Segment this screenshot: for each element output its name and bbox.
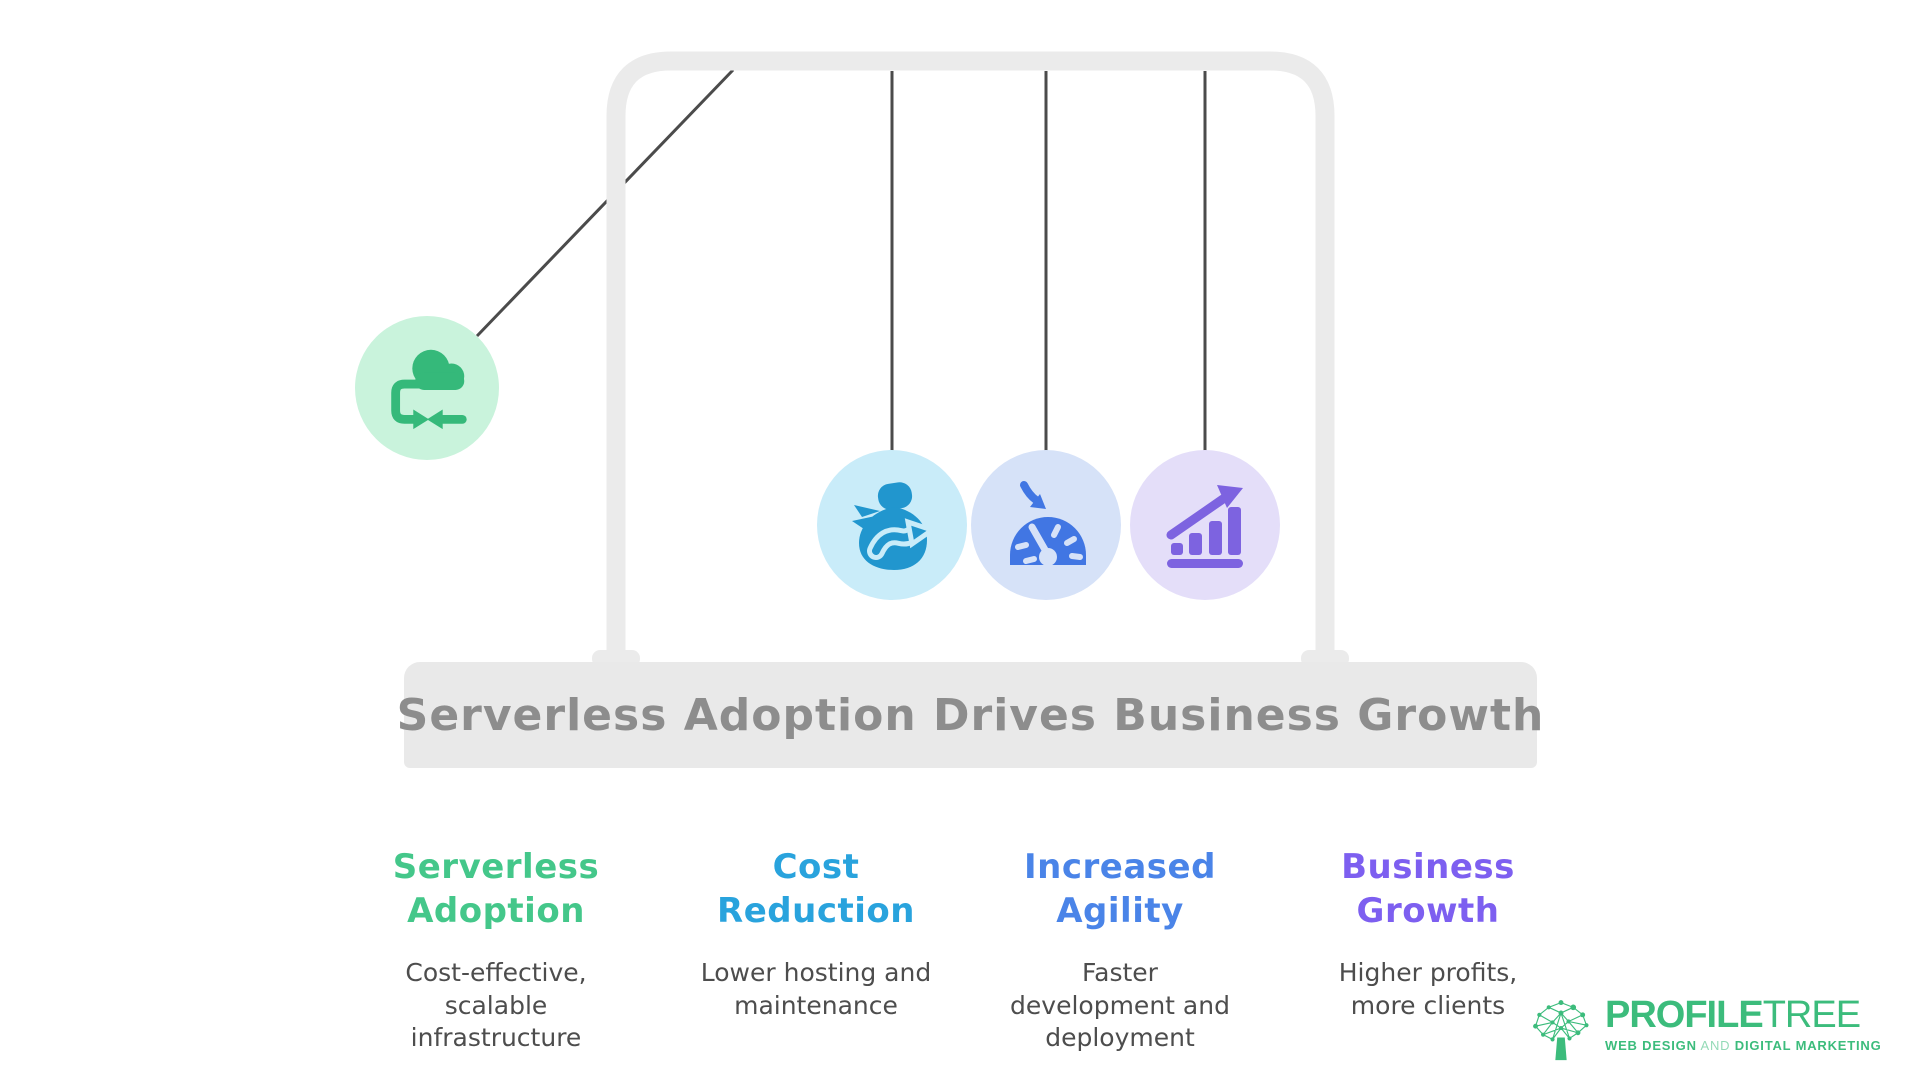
column-heading: Increased Agility <box>1024 847 1216 932</box>
column-description: Lower hosting and maintenance <box>700 958 932 1020</box>
column-description: Cost-effective, scalable infrastructure <box>405 958 587 1053</box>
column-serverless-adoption: Serverless Adoption Cost-effective, scal… <box>336 845 656 1055</box>
brand-name-profile: PROFILE <box>1605 994 1764 1036</box>
growth-chart-icon <box>1166 485 1243 568</box>
business-growth-ball <box>1130 450 1280 600</box>
column-business-growth: Business Growth Higher profits, more cli… <box>1268 845 1588 1022</box>
column-heading: Cost Reduction <box>717 847 915 932</box>
base-bar: Serverless Adoption Drives Business Grow… <box>397 662 1543 768</box>
column-increased-agility: Increased Agility Faster development and… <box>960 845 1280 1055</box>
tagline-digital-marketing: DIGITAL MARKETING <box>1734 1037 1882 1053</box>
profiletree-tree-icon <box>1533 1000 1589 1061</box>
serverless-ball <box>355 316 499 460</box>
column-cost-reduction: Cost Reduction Lower hosting and mainten… <box>656 845 976 1022</box>
tagline-web-design: WEB DESIGN <box>1605 1037 1697 1053</box>
profiletree-logo: PROFILETREE WEB DESIGN AND DIGITAL MARKE… <box>1527 994 1882 1062</box>
column-heading: Business Growth <box>1341 847 1515 932</box>
money-bag-icon <box>852 482 938 570</box>
cradle-frame <box>606 51 1335 666</box>
speedometer-icon <box>1010 481 1086 566</box>
brand-name-tree: TREE <box>1762 994 1861 1036</box>
swing-string <box>475 68 735 338</box>
column-description: Faster development and deployment <box>1010 958 1230 1053</box>
tagline-and: AND <box>1696 1037 1735 1053</box>
brand-tagline: WEB DESIGN AND DIGITAL MARKETING <box>1605 1038 1882 1053</box>
diagram-title: Serverless Adoption Drives Business Grow… <box>396 689 1545 741</box>
column-description: Higher profits, more clients <box>1338 958 1518 1020</box>
brand-name: PROFILETREE <box>1605 994 1882 1036</box>
cost-reduction-ball <box>817 450 967 600</box>
cloud-merge-icon <box>391 349 467 430</box>
column-heading: Serverless Adoption <box>392 847 600 932</box>
increased-agility-ball <box>971 450 1121 600</box>
